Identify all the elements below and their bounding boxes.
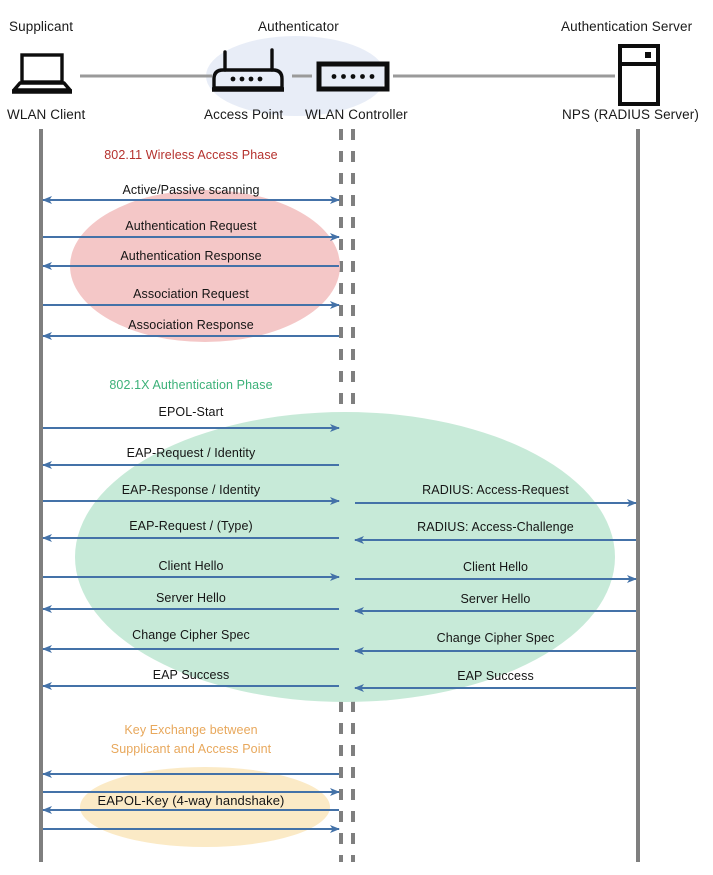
role-title-authenticator: Authenticator — [258, 19, 339, 34]
msg-label-eapol-key-handshake: EAPOL-Key (4-way handshake) — [97, 793, 285, 808]
access-point-icon — [212, 48, 284, 92]
msg-label-eapol-start: EPOL-Start — [158, 405, 224, 419]
phase-2-arrows-left — [42, 424, 340, 690]
msg-label-change-cipher-spec-left: Change Cipher Spec — [132, 628, 250, 642]
phase-caption-key-exchange-line2: Supplicant and Access Point — [110, 742, 272, 756]
node-label-wlan-client: WLAN Client — [7, 107, 86, 122]
msg-label-client-hello-left: Client Hello — [158, 559, 224, 573]
access-point-leds — [230, 76, 263, 82]
phase-ellipse-dot1x — [75, 412, 615, 702]
node-label-access-point: Access Point — [204, 107, 284, 122]
msg-label-eap-success-left: EAP Success — [152, 668, 230, 682]
role-title-supplicant: Supplicant — [9, 19, 74, 34]
node-label-nps-radius-server: NPS (RADIUS Server) — [562, 107, 699, 122]
msg-label-association-request: Association Request — [133, 287, 249, 301]
msg-label-association-response: Association Response — [128, 318, 254, 332]
phase-2-arrows-right — [354, 499, 637, 692]
msg-label-eap-request-type: EAP-Request / (Type) — [129, 519, 253, 533]
msg-label-authentication-response: Authentication Response — [120, 249, 262, 263]
msg-label-eap-request-identity: EAP-Request / Identity — [126, 446, 256, 460]
phase-3-arrows — [42, 770, 340, 833]
wlan-controller-icon — [316, 61, 390, 92]
phase-caption-wireless-access: 802.11 Wireless Access Phase — [104, 148, 278, 162]
laptop-icon — [12, 53, 72, 94]
msg-label-active-passive-scanning: Active/Passive scanning — [122, 183, 260, 197]
phase-1-arrows — [42, 196, 340, 340]
msg-label-server-hello-right: Server Hello — [460, 592, 531, 606]
msg-label-client-hello-right: Client Hello — [462, 560, 529, 574]
msg-label-server-hello-left: Server Hello — [156, 591, 226, 605]
server-icon — [618, 44, 660, 106]
phase-caption-key-exchange-line1: Key Exchange between — [124, 723, 258, 737]
msg-label-radius-access-challenge: RADIUS: Access-Challenge — [417, 520, 574, 534]
msg-label-radius-access-request: RADIUS: Access-Request — [422, 483, 569, 497]
msg-label-authentication-request: Authentication Request — [125, 219, 257, 233]
msg-label-change-cipher-spec-right: Change Cipher Spec — [436, 631, 555, 645]
msg-label-eap-response-identity: EAP-Response / Identity — [121, 483, 261, 497]
phase-ellipse-key-exchange — [80, 767, 330, 847]
msg-label-eap-success-right: EAP Success — [457, 669, 534, 683]
phase-caption-dot1x: 802.1X Authentication Phase — [109, 378, 273, 392]
node-label-wlan-controller: WLAN Controller — [305, 107, 408, 122]
role-title-authentication-server: Authentication Server — [561, 19, 693, 34]
